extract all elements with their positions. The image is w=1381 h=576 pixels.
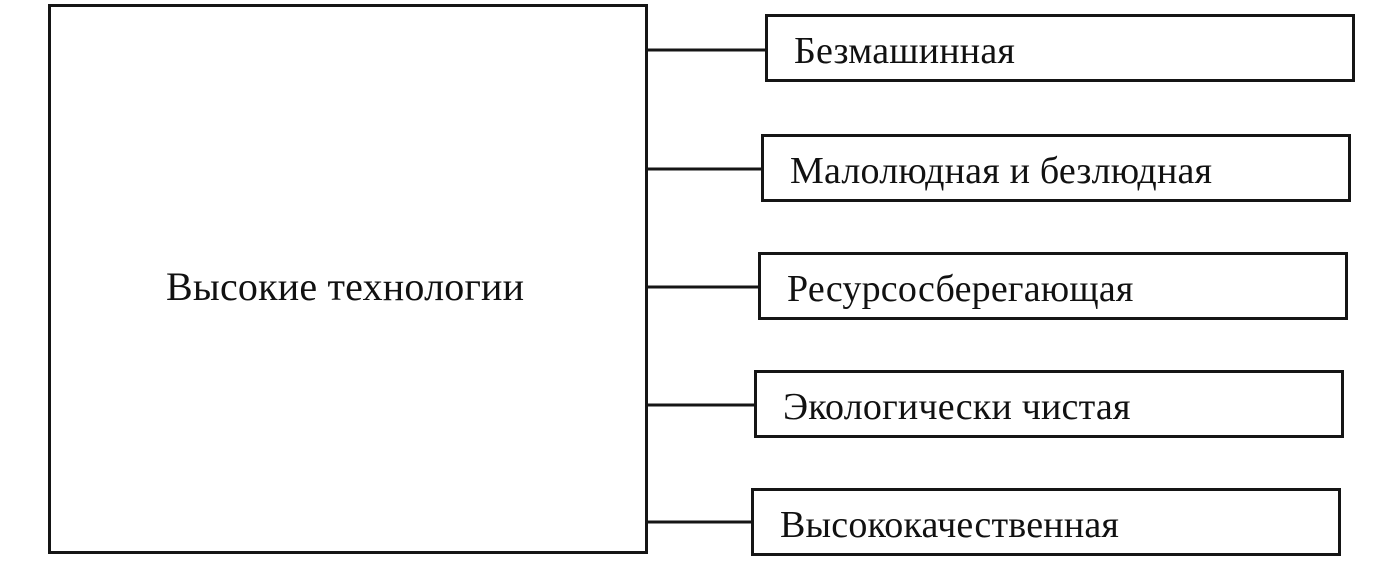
main-box-high-technologies: Высокие технологии	[48, 4, 648, 554]
branch-label-malolyudnaya: Малолюдная и безлюдная	[790, 150, 1213, 192]
branch-label-ekologicheski-chistaya: Экологически чистая	[783, 386, 1131, 428]
branch-box-resursosberegayushchaya: Ресурсосберегающая	[758, 252, 1348, 320]
branch-box-vysokokachestvennaya: Высококачественная	[751, 488, 1341, 556]
branch-label-resursosberegayushchaya: Ресурсосберегающая	[787, 268, 1134, 310]
branch-label-vysokokachestvennaya: Высококачественная	[780, 504, 1120, 546]
branch-box-bezmashinnaya: Безмашинная	[765, 14, 1355, 82]
main-box-label: Высокие технологии	[166, 264, 525, 309]
branch-box-ekologicheski-chistaya: Экологически чистая	[754, 370, 1344, 438]
branch-label-bezmashinnaya: Безмашинная	[794, 30, 1016, 72]
branch-box-malolyudnaya: Малолюдная и безлюдная	[761, 134, 1351, 202]
